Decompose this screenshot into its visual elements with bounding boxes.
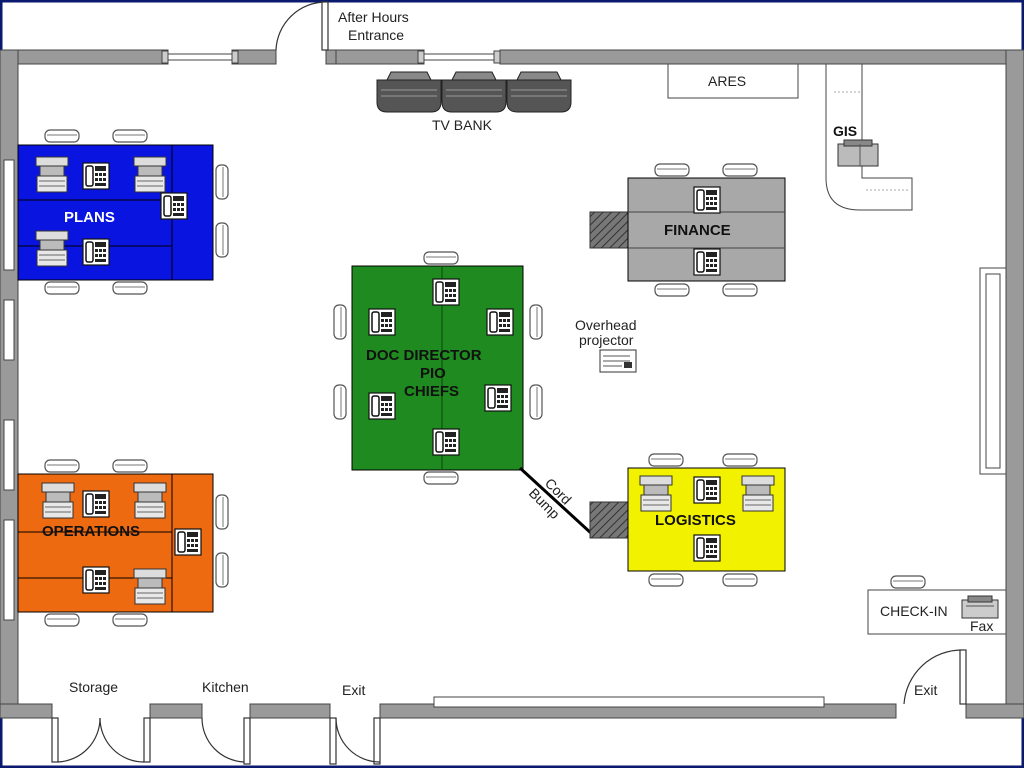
doc-director-table[interactable]	[333, 251, 543, 485]
kitchen-label: Kitchen	[202, 679, 249, 695]
top-wall-mid1	[231, 49, 277, 65]
top-wall-mid3	[335, 49, 425, 65]
phone-icon	[484, 384, 512, 412]
bottom-wall-5	[965, 703, 1024, 719]
ares-label: ARES	[708, 73, 746, 89]
monitor-icon	[41, 482, 75, 519]
top-wall-left	[0, 49, 169, 65]
entrance-label-line2: Entrance	[348, 27, 404, 43]
exit-door-right[interactable]	[903, 649, 967, 705]
right-wall	[1005, 49, 1024, 719]
top-windows	[161, 50, 501, 64]
monitor-icon	[639, 475, 673, 512]
projector-icon	[599, 349, 637, 373]
check-in-desk[interactable]	[867, 575, 1007, 635]
phone-icon	[693, 476, 721, 504]
bottom-wall-2	[149, 703, 203, 719]
phone-icon	[82, 490, 110, 518]
phone-icon	[82, 238, 110, 266]
check-in-label: CHECK-IN	[880, 603, 948, 619]
fax-icon	[961, 595, 999, 619]
phone-icon	[368, 308, 396, 336]
exit-right-label: Exit	[914, 682, 937, 698]
bottom-wall-1	[0, 703, 53, 719]
exit-door-left[interactable]	[329, 717, 381, 765]
left-windows	[3, 159, 15, 621]
monitor-icon	[133, 482, 167, 519]
bottom-window	[433, 696, 825, 708]
after-hours-door[interactable]	[275, 1, 329, 51]
phone-icon	[82, 566, 110, 594]
phone-icon	[368, 392, 396, 420]
phone-icon	[160, 192, 188, 220]
ares-desk	[667, 63, 799, 99]
storage-door[interactable]	[51, 717, 151, 763]
tv-bank	[376, 71, 572, 113]
entrance-label-line1: After Hours	[338, 9, 409, 25]
finance-label: FINANCE	[664, 222, 731, 239]
finance-table[interactable]	[589, 163, 786, 297]
phone-icon	[693, 186, 721, 214]
phone-icon	[693, 534, 721, 562]
plans-table[interactable]	[17, 129, 229, 295]
top-wall-mid2	[325, 49, 337, 65]
right-window	[979, 267, 1007, 475]
phone-icon	[82, 162, 110, 190]
phone-icon	[486, 308, 514, 336]
gis-label: GIS	[833, 123, 857, 139]
top-wall-right	[499, 49, 1024, 65]
storage-label: Storage	[69, 679, 118, 695]
phone-icon	[174, 528, 202, 556]
operations-label: OPERATIONS	[42, 523, 140, 540]
doc-label-line1: DOC DIRECTOR	[366, 347, 482, 364]
monitor-icon	[133, 156, 167, 193]
plans-label: PLANS	[64, 209, 115, 226]
monitor-icon	[35, 230, 69, 267]
gis-station	[825, 63, 913, 211]
operations-table[interactable]	[17, 459, 229, 627]
monitor-icon	[35, 156, 69, 193]
logistics-table[interactable]	[589, 453, 786, 587]
projector-label-line1: Overhead	[575, 317, 636, 333]
phone-icon	[432, 428, 460, 456]
phone-icon	[432, 278, 460, 306]
gis-plotter-icon	[837, 139, 879, 167]
logistics-label: LOGISTICS	[655, 512, 736, 529]
phone-icon	[693, 248, 721, 276]
bottom-wall-3	[249, 703, 331, 719]
exit-left-label: Exit	[342, 682, 365, 698]
tv-bank-label: TV BANK	[432, 117, 493, 133]
projector-label-line2: projector	[579, 332, 634, 348]
cord-line	[518, 466, 594, 536]
monitor-icon	[133, 568, 167, 605]
fax-label: Fax	[970, 618, 993, 634]
monitor-icon	[741, 475, 775, 512]
kitchen-door[interactable]	[201, 717, 251, 765]
doc-label-line2: PIO	[420, 365, 446, 382]
doc-label-line3: CHIEFS	[404, 383, 459, 400]
